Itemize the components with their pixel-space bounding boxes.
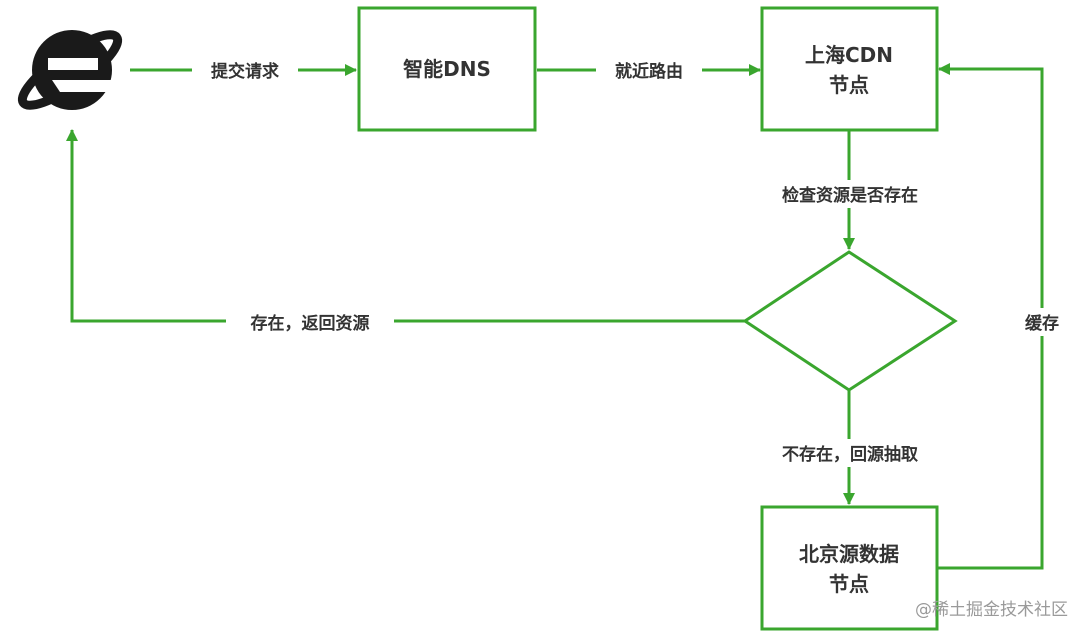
edge-exists-return: 存在，返回资源 [66,129,745,335]
node-label-beijing-origin-line2: 节点 [829,572,869,596]
node-label-smart-dns: 智能DNS [403,57,491,81]
edge-label-check-resource: 检查资源是否存在 [782,185,918,206]
edge-check-resource: 检查资源是否存在 [752,131,948,250]
edge-nearest-route: 就近路由 [537,58,761,82]
watermark-text: @稀土掘金技术社区 [915,600,1068,620]
edge-label-not-exists-fetch: 不存在，回源抽取 [782,444,918,465]
edge-label-exists-return: 存在，返回资源 [251,313,370,334]
node-label-shanghai-cdn-line1: 上海CDN [805,43,893,67]
node-shanghai-cdn: 上海CDN 节点 [760,6,939,132]
edge-submit-request: 提交请求 [130,58,357,82]
node-smart-dns: 智能DNS [357,6,537,132]
edge-label-submit-request: 提交请求 [211,61,279,82]
node-decision-diamond [742,250,958,392]
internet-explorer-logo-icon [17,30,123,110]
edge-label-nearest-route: 就近路由 [615,61,683,82]
edge-label-cache: 缓存 [1025,313,1059,334]
node-beijing-origin: 北京源数据 节点 [760,505,939,631]
edge-not-exists-fetch: 不存在，回源抽取 [752,390,948,505]
node-label-shanghai-cdn-line2: 节点 [829,73,869,97]
node-label-beijing-origin-line1: 北京源数据 [799,542,899,566]
edge-cache: 缓存 [937,63,1068,570]
